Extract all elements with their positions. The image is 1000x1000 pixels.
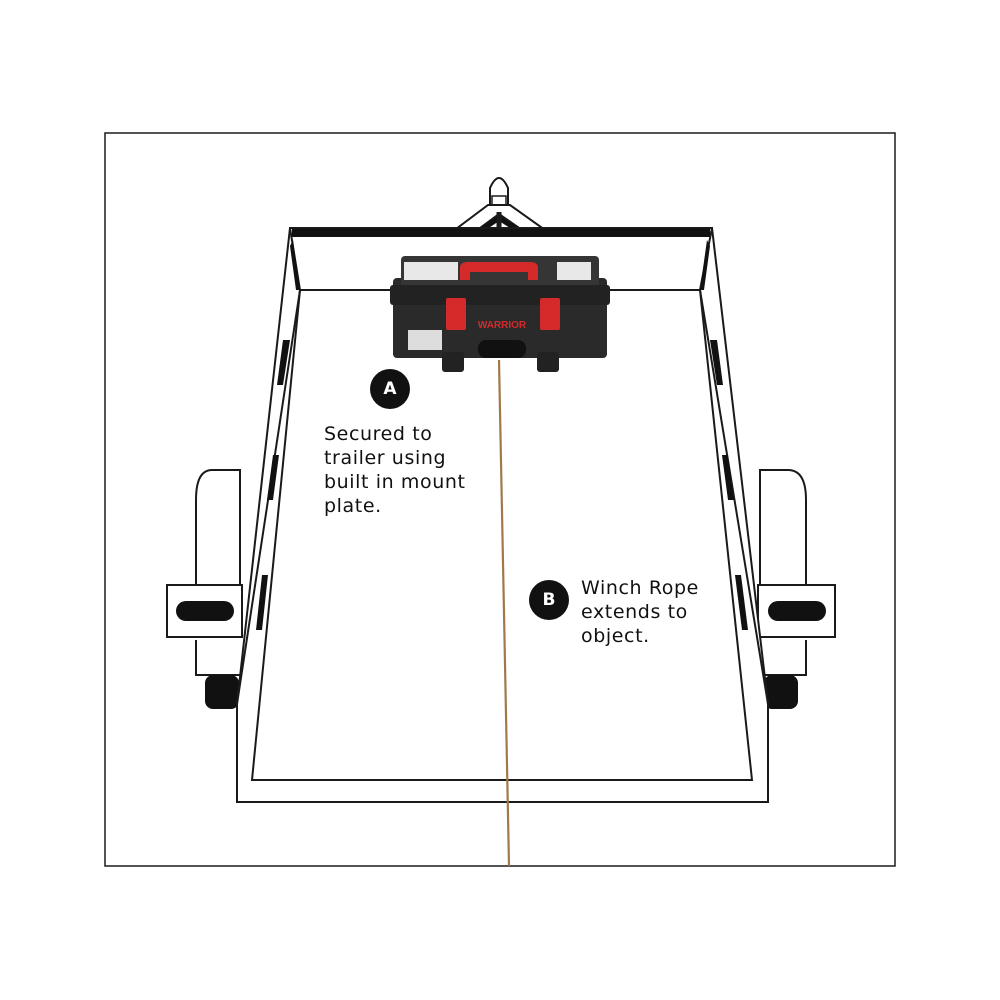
right-wheel bbox=[759, 469, 807, 709]
callout-b-marker: B bbox=[529, 580, 569, 620]
front-rail bbox=[292, 229, 710, 237]
right-tail-light bbox=[757, 584, 836, 638]
right-stake-pockets bbox=[700, 240, 748, 630]
left-tail-light bbox=[166, 584, 243, 638]
callout-a-line: Secured to bbox=[324, 423, 433, 445]
callout-b-line: Winch Rope bbox=[581, 577, 699, 599]
winch-unit bbox=[390, 256, 610, 372]
callout-b-line: extends to bbox=[581, 601, 688, 623]
callout-a-text: Secured to trailer using built in mount … bbox=[324, 422, 466, 518]
callout-a-marker: A bbox=[370, 369, 410, 409]
callout-b-line: object. bbox=[581, 625, 650, 647]
callout-b-text: Winch Rope extends to object. bbox=[581, 576, 699, 648]
callout-a-line: built in mount bbox=[324, 471, 466, 493]
left-stake-pockets bbox=[256, 240, 300, 630]
winch-brand-label: WARRIOR bbox=[478, 320, 527, 331]
winch-rope bbox=[497, 359, 511, 867]
callout-a-line: trailer using bbox=[324, 447, 447, 469]
callout-a-line: plate. bbox=[324, 495, 382, 517]
left-wheel bbox=[195, 469, 241, 709]
